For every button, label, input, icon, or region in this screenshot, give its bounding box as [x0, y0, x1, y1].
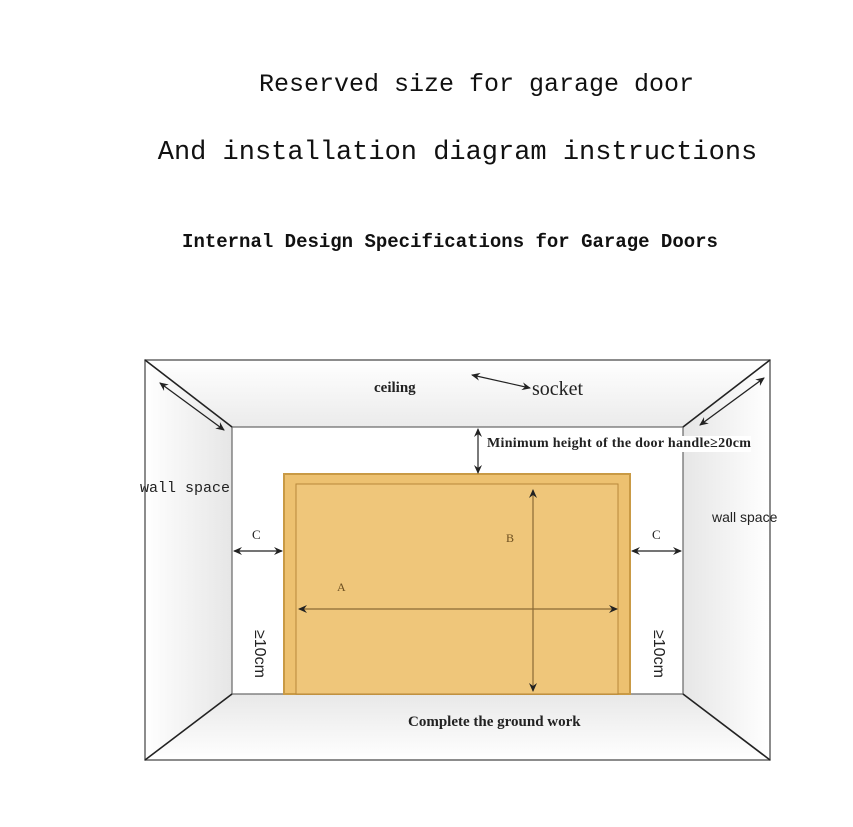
- clearance-right-label: C: [652, 527, 661, 542]
- right-wall-surface: [683, 360, 770, 760]
- height-b-label: B: [506, 531, 515, 545]
- subtitle: And installation diagram instructions: [157, 138, 758, 168]
- section-title: Internal Design Specifications for Garag…: [182, 231, 718, 253]
- ceiling-label: ceiling: [374, 380, 416, 396]
- side-min-right-label: ≥10cm: [650, 630, 667, 678]
- floor-surface: [145, 694, 770, 760]
- width-a-label: A: [337, 580, 346, 594]
- wall-space-left-label: wall space: [140, 480, 231, 497]
- left-wall-surface: [145, 360, 232, 760]
- min-height-label: Minimum height of the door handle≥20cm: [487, 436, 752, 452]
- main-title: Reserved size for garage door: [258, 70, 695, 99]
- clearance-left-label: C: [252, 527, 261, 542]
- socket-label: socket: [532, 378, 584, 400]
- ceiling-surface: [145, 360, 770, 427]
- floor-label: Complete the ground work: [408, 714, 581, 730]
- wall-space-right-label: wall space: [712, 509, 778, 525]
- garage-door-panel: [295, 483, 619, 695]
- side-min-left-label: ≥10cm: [251, 630, 268, 678]
